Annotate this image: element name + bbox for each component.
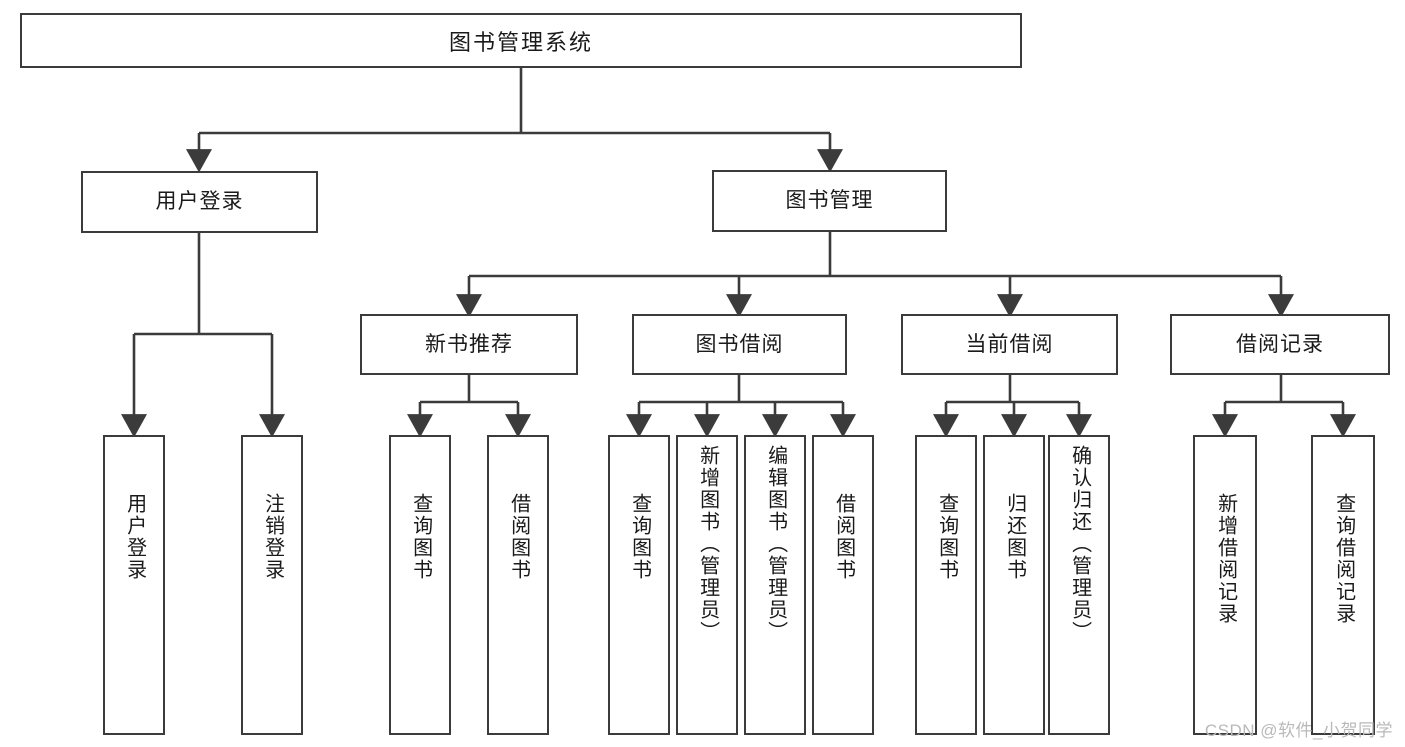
leaf-current-borrow-return[interactable]: 归还图书 — [983, 435, 1045, 735]
node-current-borrow[interactable]: 当前借阅 — [901, 314, 1118, 375]
leaf-label: 编辑图书（管理员） — [764, 445, 787, 643]
leaf-new-book-borrow[interactable]: 借阅图书 — [487, 435, 549, 735]
node-book-management[interactable]: 图书管理 — [712, 170, 947, 232]
node-user-login[interactable]: 用户登录 — [81, 171, 318, 233]
leaf-label: 注销登录 — [261, 493, 284, 581]
leaf-label: 新增借阅记录 — [1214, 493, 1237, 625]
leaf-current-borrow-confirm[interactable]: 确认归还（管理员） — [1048, 435, 1110, 735]
leaf-borrow-record-query[interactable]: 查询借阅记录 — [1311, 435, 1375, 735]
leaf-label: 查询图书 — [935, 493, 958, 581]
node-new-book-recommend[interactable]: 新书推荐 — [360, 314, 578, 375]
leaf-new-book-query[interactable]: 查询图书 — [389, 435, 451, 735]
leaf-user-login-signin[interactable]: 用户登录 — [103, 435, 165, 735]
node-root-system[interactable]: 图书管理系统 — [20, 13, 1022, 68]
leaf-label: 查询借阅记录 — [1332, 493, 1355, 625]
node-book-borrow[interactable]: 图书借阅 — [632, 314, 847, 375]
leaf-label: 新增图书（管理员） — [696, 445, 719, 643]
leaf-book-borrow-edit[interactable]: 编辑图书（管理员） — [744, 435, 806, 735]
leaf-book-borrow-query[interactable]: 查询图书 — [608, 435, 670, 735]
leaf-book-borrow-add[interactable]: 新增图书（管理员） — [676, 435, 738, 735]
leaf-borrow-record-add[interactable]: 新增借阅记录 — [1193, 435, 1257, 735]
leaf-current-borrow-query[interactable]: 查询图书 — [915, 435, 977, 735]
leaf-label: 查询图书 — [628, 493, 651, 581]
csdn-watermark: CSDN @软件_小贺同学 — [1204, 721, 1393, 740]
leaf-label: 借阅图书 — [507, 493, 530, 581]
leaf-user-login-signout[interactable]: 注销登录 — [241, 435, 303, 735]
leaf-label: 用户登录 — [123, 493, 146, 581]
leaf-book-borrow-borrow[interactable]: 借阅图书 — [812, 435, 874, 735]
leaf-label: 确认归还（管理员） — [1068, 445, 1091, 643]
leaf-label: 借阅图书 — [832, 493, 855, 581]
leaf-label: 查询图书 — [409, 493, 432, 581]
node-borrow-record[interactable]: 借阅记录 — [1170, 314, 1390, 375]
leaf-label: 归还图书 — [1003, 493, 1026, 581]
